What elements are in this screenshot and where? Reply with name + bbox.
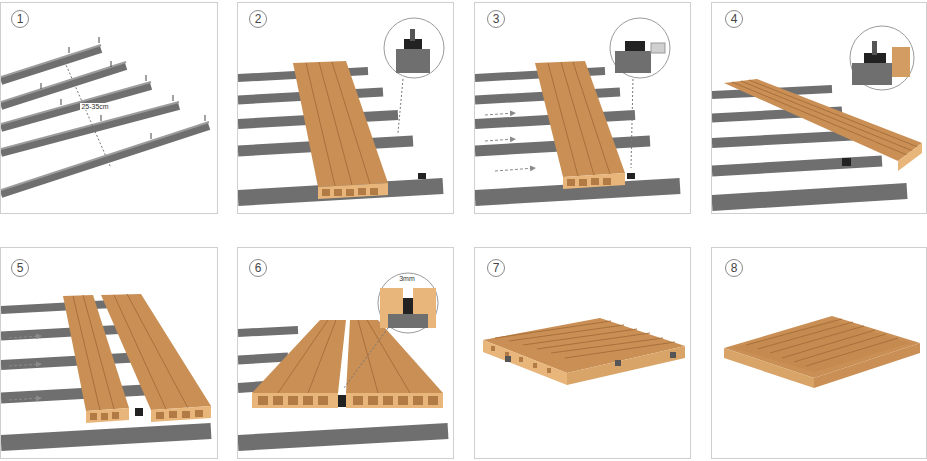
panel-frames (1, 3, 927, 459)
step-deck (483, 318, 685, 385)
step-second-board (1, 294, 211, 443)
step-gap (238, 273, 448, 443)
callout-number: 8 (725, 259, 743, 277)
callout-number: 4 (725, 10, 743, 28)
dimension-label: 25-35cm (80, 103, 109, 110)
dimension-label: 3mm (398, 275, 416, 282)
callout-number: 6 (249, 259, 267, 277)
callout-number: 7 (487, 259, 505, 277)
callout-number: 5 (11, 259, 29, 277)
step-finished-deck (724, 316, 920, 388)
step-fix-board (712, 26, 922, 203)
step-slide-board (475, 18, 680, 198)
step-joists (1, 37, 209, 194)
callout-number: 1 (11, 10, 29, 28)
callout-number: 3 (487, 10, 505, 28)
step-first-board (238, 18, 444, 199)
callout-number: 2 (249, 10, 267, 28)
